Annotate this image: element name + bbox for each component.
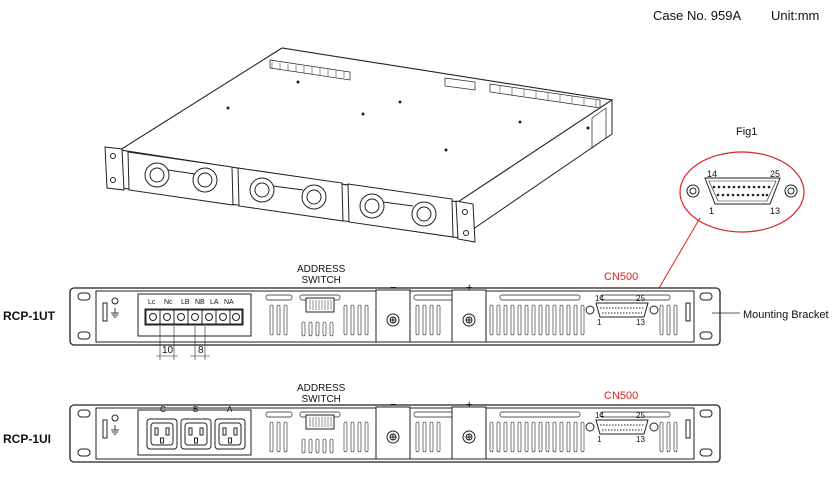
ut-pin-13: 13: [636, 318, 645, 327]
fig1-pin-1: 1: [709, 206, 715, 216]
address-switch-label-ui: ADDRESS SWITCH: [297, 383, 346, 405]
model-label-ut: RCP-1UT: [3, 309, 56, 323]
terminal-label: NB: [195, 299, 205, 306]
dimension-8: 8: [198, 345, 204, 356]
plus-sign-ut: +: [466, 282, 473, 294]
minus-sign-ui: −: [390, 399, 397, 411]
iso-module-1: [127, 151, 234, 206]
ac-inlets: [146, 418, 246, 450]
rcp-1ui-front-panel: [69, 404, 721, 463]
ut-db25-connector: [585, 302, 659, 318]
ui-db25-connector: [585, 419, 659, 435]
terminal-label: LB: [181, 299, 190, 306]
cn500-label-ut: CN500: [604, 271, 639, 283]
unit-label: Unit:mm: [771, 8, 820, 23]
terminal-label: NA: [224, 299, 234, 306]
mounting-bracket-callout: Mounting Bracket: [743, 309, 829, 321]
cn500-label-ui: CN500: [604, 390, 639, 402]
fig1-pin-13: 13: [770, 206, 781, 216]
model-label-ui: RCP-1UI: [3, 432, 52, 446]
ui-pin-25: 25: [636, 411, 645, 420]
ut-pin-14: 14: [595, 294, 604, 303]
inlet-label-a: A: [227, 405, 233, 414]
terminal-label: LA: [210, 299, 219, 306]
case-number: Case No. 959A: [653, 8, 742, 23]
ui-pin-13: 13: [636, 435, 645, 444]
ut-pin-1: 1: [597, 318, 602, 327]
ui-pin-1: 1: [597, 435, 602, 444]
ui-pin-14: 14: [595, 411, 604, 420]
isometric-unit: [104, 47, 614, 243]
iso-module-2: [237, 167, 344, 222]
fig1-pin-14: 14: [707, 169, 718, 179]
ut-pin-25: 25: [636, 294, 645, 303]
dimension-10: 10: [162, 345, 174, 356]
iso-module-3: [347, 183, 454, 238]
ground-icon: [111, 308, 119, 318]
inlet-label-b: B: [193, 405, 199, 414]
minus-sign-ut: −: [390, 282, 397, 294]
plus-sign-ui: +: [466, 399, 473, 411]
top-vents: [269, 59, 607, 149]
rcp-1ut-front-panel: [69, 287, 740, 360]
address-switch-label-ut: ADDRESS SWITCH: [297, 264, 346, 286]
inlet-label-c: C: [160, 405, 166, 414]
terminal-label: Nc: [164, 299, 173, 306]
fig1-title: Fig1: [736, 126, 758, 138]
fig1-pin-25: 25: [770, 169, 781, 179]
terminal-label: Lc: [148, 299, 156, 306]
fig1-detail: [651, 151, 805, 301]
